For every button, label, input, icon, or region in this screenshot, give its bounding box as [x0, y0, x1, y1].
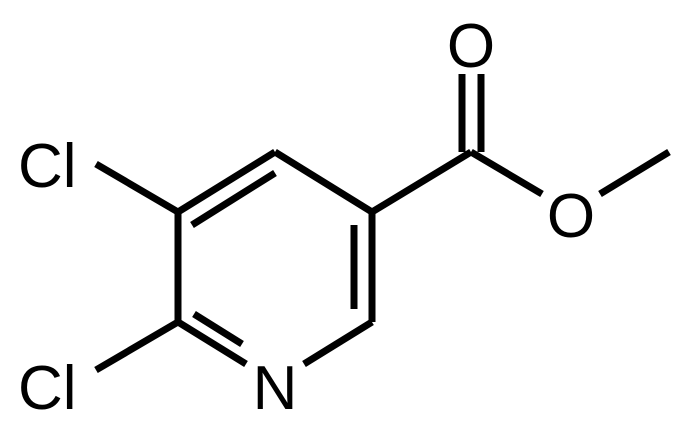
- bond-c3-carbonyl: [370, 149, 473, 215]
- nitrogen-label: N: [253, 354, 298, 423]
- chlorine-label-lower: Cl: [18, 354, 77, 423]
- bond-c5-c4: [176, 149, 277, 215]
- bond-c6-cl: [94, 318, 180, 374]
- bond-n-c6: [176, 319, 248, 367]
- bond-c5-c4-inner: [190, 170, 277, 228]
- bond-c5-cl: [94, 160, 180, 216]
- bond-c2-n: [302, 319, 374, 367]
- bond-carbonyl-ester-o: [469, 148, 544, 198]
- ester-oxygen-label: O: [547, 182, 595, 251]
- chlorine-label-upper: Cl: [18, 132, 77, 201]
- bond-c4-c3: [273, 149, 374, 215]
- atom-labels: Cl Cl N O O: [18, 12, 595, 423]
- bond-ester-o-methyl: [598, 149, 671, 197]
- bond-n-c6-inner: [192, 311, 244, 347]
- pyridine-ring: [174, 149, 376, 367]
- substituent-bonds: [94, 74, 671, 374]
- carbonyl-oxygen-label: O: [447, 12, 495, 81]
